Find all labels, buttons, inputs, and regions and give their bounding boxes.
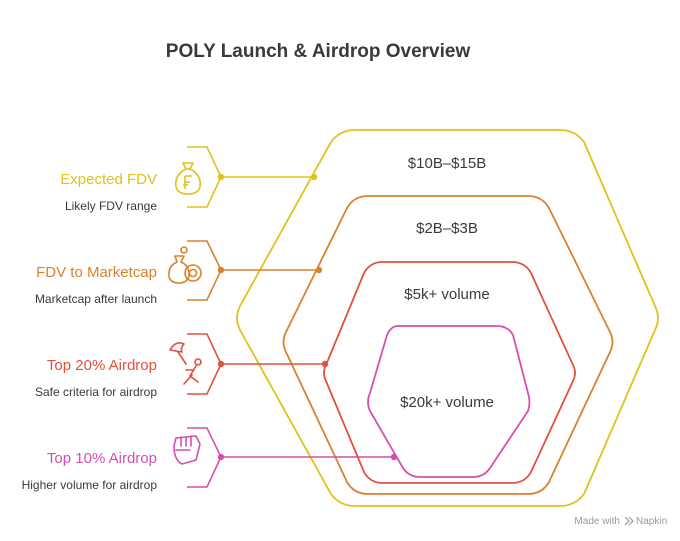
bracket <box>187 333 222 395</box>
label-fdv-to-marketcap: FDV to Marketcap <box>36 264 157 281</box>
hexagon-expected-fdv <box>236 129 659 507</box>
page-title: POLY Launch & Airdrop Overview <box>166 41 471 62</box>
credit-brand: Napkin <box>636 516 667 527</box>
connector-dot-end <box>321 360 329 368</box>
connector-dot-start <box>217 360 225 368</box>
napkin-logo-icon <box>624 516 634 526</box>
money-bag-icon <box>174 162 202 195</box>
label-expected-fdv: Expected FDV <box>60 171 157 188</box>
value-top-10-airdrop: $20k+ volume <box>400 394 494 411</box>
value-expected-fdv: $10B–$15B <box>408 155 486 172</box>
raised-fist-icon <box>173 435 201 465</box>
label-top-10-airdrop: Top 10% Airdrop <box>47 450 157 467</box>
connector-dot-end <box>390 453 398 461</box>
made-with-napkin-credit: Made with Napkin <box>574 516 667 527</box>
connector-dot-end <box>310 173 318 181</box>
credit-text: Made with <box>574 516 620 527</box>
hexagon-group <box>236 129 659 507</box>
description-fdv-to-marketcap: Marketcap after launch <box>35 292 157 306</box>
item-fdv-to-marketcap: FDV to Marketcap Marketcap after launch <box>35 240 323 306</box>
description-top-10-airdrop: Higher volume for airdrop <box>22 478 158 492</box>
value-fdv-to-marketcap: $2B–$3B <box>416 220 478 237</box>
description-top-20-airdrop: Safe criteria for airdrop <box>35 385 157 399</box>
description-expected-fdv: Likely FDV range <box>65 199 157 213</box>
connector-dot-start <box>217 266 225 274</box>
hexagon-fdv-to-marketcap <box>282 195 614 495</box>
label-top-20-airdrop: Top 20% Airdrop <box>47 357 157 374</box>
hexagon-top-10-airdrop <box>367 325 531 478</box>
connector-dot-end <box>315 266 323 274</box>
item-top-10-airdrop: Top 10% Airdrop Higher volume for airdro… <box>22 427 398 492</box>
parachute-person-icon <box>169 342 202 385</box>
bracket <box>187 240 222 301</box>
coins-bag-icon <box>168 246 202 284</box>
connector-dot-start <box>217 173 225 181</box>
item-expected-fdv: Expected FDV Likely FDV range <box>60 146 318 213</box>
connector-dot-start <box>217 453 225 461</box>
value-top-20-airdrop: $5k+ volume <box>404 286 489 303</box>
bracket <box>187 146 222 208</box>
item-top-20-airdrop: Top 20% Airdrop Safe criteria for airdro… <box>35 333 329 399</box>
